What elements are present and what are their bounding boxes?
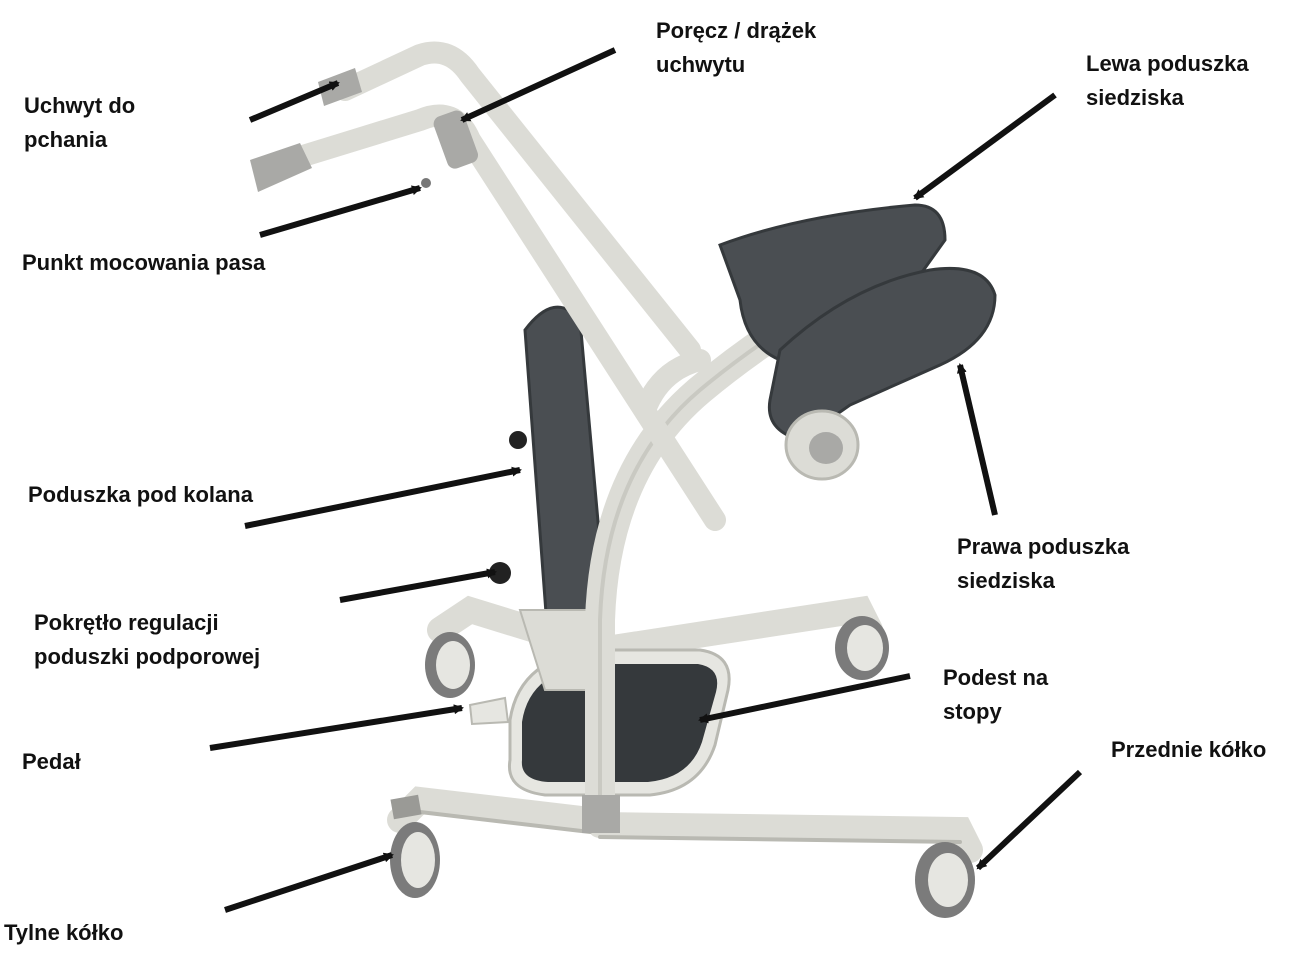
arrow-rear-wheel	[225, 855, 392, 910]
label-front-wheel: Przednie kółko	[1111, 733, 1266, 767]
arrow-right-seat-pad	[960, 365, 995, 515]
seat-pads-illustration	[720, 205, 995, 479]
arrow-left-seat-pad	[915, 95, 1055, 198]
label-knob: Pokrętło regulacji poduszki podporowej	[34, 606, 260, 674]
label-knee-pad: Poduszka pod kolana	[28, 478, 253, 512]
label-push-handle: Uchwyt do pchania	[24, 89, 135, 157]
arrow-knob	[340, 572, 495, 600]
arrow-pedal	[210, 708, 462, 748]
label-left-seat-pad: Lewa poduszka siedziska	[1086, 47, 1249, 115]
label-pedal: Pedał	[22, 745, 81, 779]
arrow-footplate	[700, 676, 910, 720]
label-belt-point: Punkt mocowania pasa	[22, 246, 265, 280]
knee-pad-illustration	[470, 307, 605, 724]
label-right-seat-pad: Prawa poduszka siedziska	[957, 530, 1129, 598]
arrow-front-wheel	[978, 772, 1080, 868]
label-rear-wheel: Tylne kółko	[4, 916, 123, 950]
arrow-belt-point	[260, 188, 420, 235]
label-footplate: Podest na stopy	[943, 661, 1048, 729]
label-grab-bar: Poręcz / drążek uchwytu	[656, 14, 816, 82]
arrow-knee-pad	[245, 470, 520, 526]
